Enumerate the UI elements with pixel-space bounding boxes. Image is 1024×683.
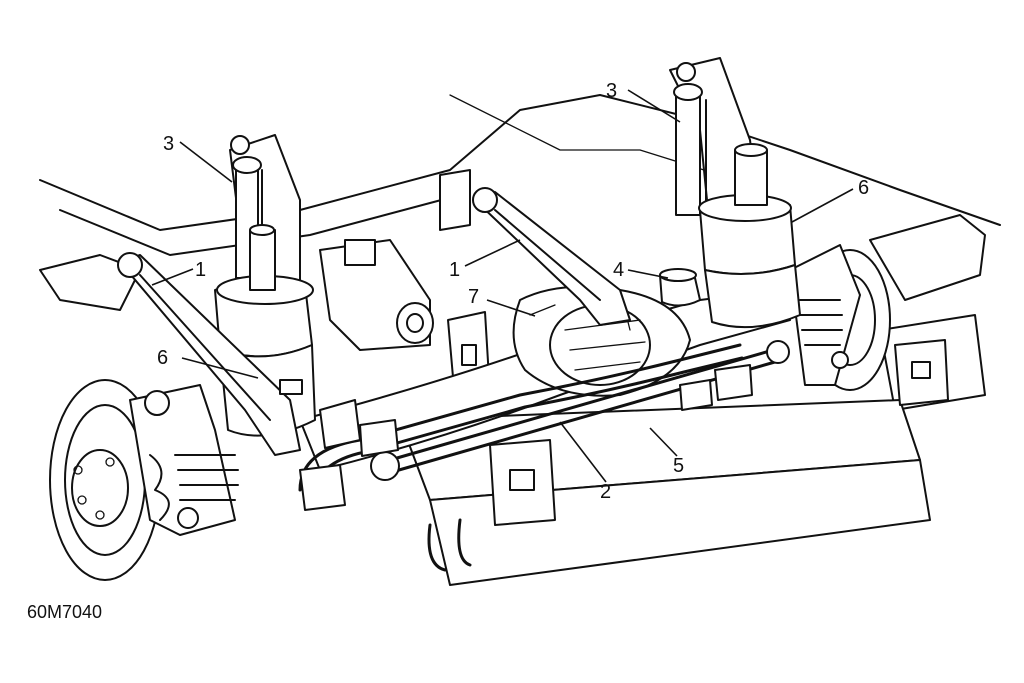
leader-lines [151, 89, 854, 483]
link-bracket-left [279, 379, 399, 457]
axle-casing [299, 285, 791, 471]
anti-roll-bar-part [298, 343, 753, 511]
air-spring-right-part [698, 143, 801, 329]
callout-shock-absorber-right: 3 [606, 80, 617, 102]
callout-air-spring-right: 6 [858, 177, 869, 199]
callout-shock-absorber-left: 3 [163, 133, 174, 155]
hub-assembly-left [49, 379, 239, 581]
callout-anti-roll-bar: 5 [673, 455, 684, 477]
callout-axle-differential: 7 [468, 286, 479, 308]
panhard-rod-part [370, 340, 790, 481]
radius-arm-right-part [472, 187, 631, 326]
radius-arm-left-part [117, 252, 301, 456]
front-crossmember [399, 339, 949, 586]
hub-assembly-right [789, 244, 891, 391]
callout-bump-stop: 4 [613, 259, 624, 281]
bump-stop-part [659, 268, 701, 307]
callout-radius-arm-left: 1 [195, 259, 206, 281]
callout-labels: 3 3 1 1 2 6 6 4 5 7 [157, 80, 869, 503]
callout-panhard-rod: 2 [600, 481, 611, 503]
figure-reference-code: 60M7040 [27, 602, 103, 622]
callout-radius-arm-right: 1 [449, 259, 460, 281]
callout-air-spring-left: 6 [157, 347, 168, 369]
steering-box [319, 239, 434, 351]
